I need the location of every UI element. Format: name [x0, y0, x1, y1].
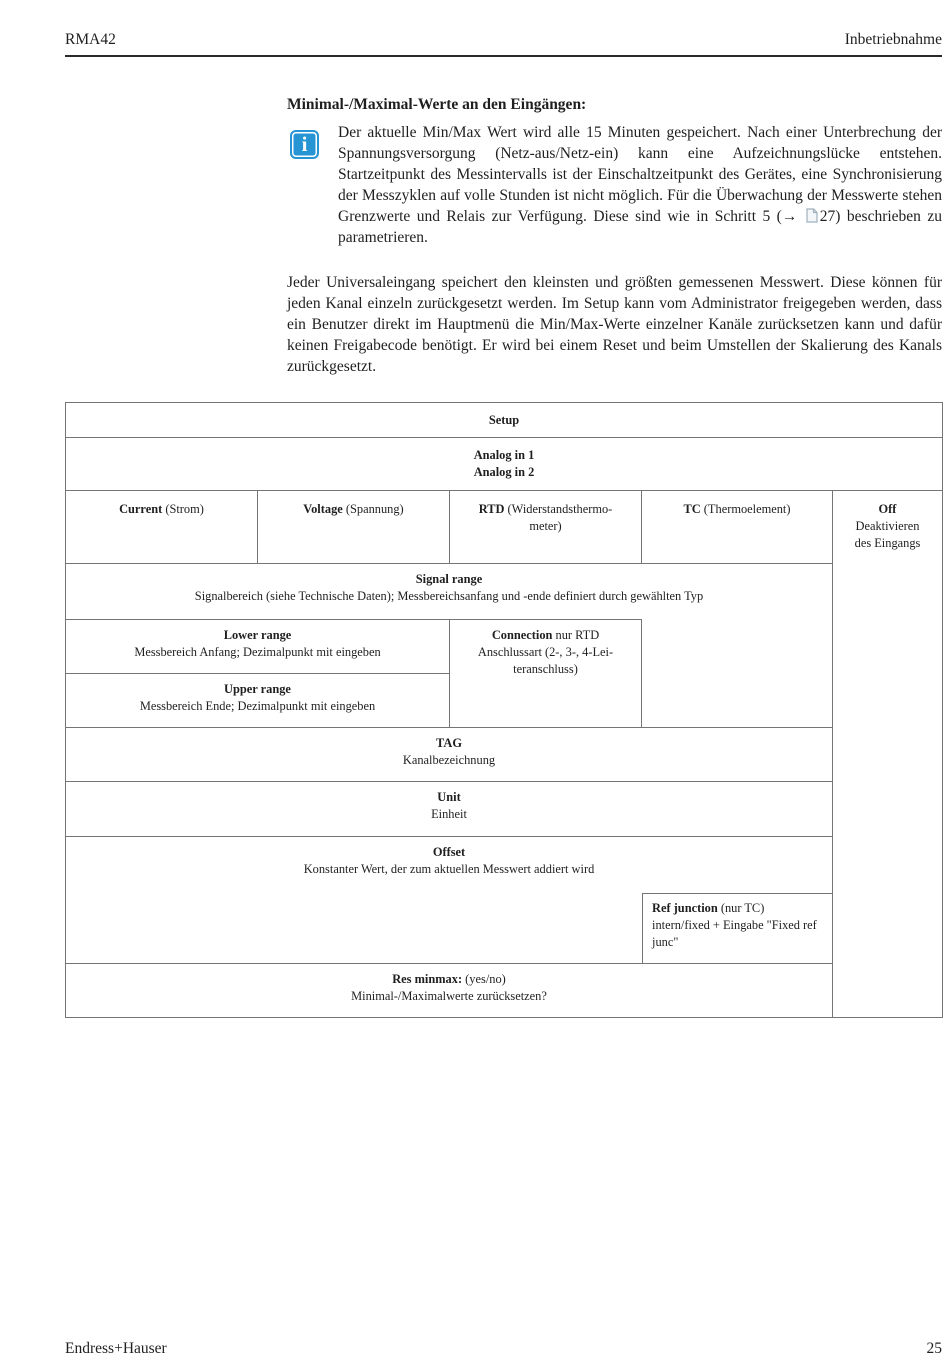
rtd-suffix: (Widerstandsthermo- [504, 502, 613, 516]
voltage-suffix: (Spannung) [342, 502, 404, 516]
upper-range-desc: Messbereich Ende; Dezimalpunkt mit einge… [139, 699, 376, 713]
tag-cell: TAG Kanalbezeichnung [66, 728, 833, 782]
column-header-voltage: Voltage (Spannung) [258, 491, 450, 564]
table-title-cell: Setup [66, 403, 943, 438]
unit-cell: Unit Einheit [66, 782, 833, 837]
connection-desc-line2: teranschluss) [513, 662, 578, 676]
tc-title: TC [683, 502, 701, 516]
unit-title: Unit [437, 790, 461, 804]
info-note-text: Der aktuelle Min/Max Wert wird alle 15 M… [338, 122, 942, 248]
off-desc-line1: Deaktivieren [855, 519, 920, 533]
connection-cell: Connection nur RTD Anschlussart (2-, 3-,… [450, 620, 642, 728]
header-rule [65, 55, 942, 57]
res-minmax-desc: Minimal-/Maximalwerte zurücksetzen? [351, 989, 547, 1003]
lower-range-title: Lower range [223, 628, 292, 642]
column-header-current: Current (Strom) [66, 491, 258, 564]
signal-range-title: Signal range [415, 572, 483, 586]
signal-range-content: Signal range Signalbereich (siehe Techni… [66, 571, 832, 605]
page-ref-number[interactable]: 27 [819, 208, 836, 225]
upper-range-title: Upper range [224, 682, 291, 696]
analog-in-2-label: Analog in 2 [473, 465, 535, 479]
tag-title: TAG [436, 736, 462, 750]
res-minmax-cell: Res minmax: (yes/no) Minimal-/Maximalwer… [66, 964, 833, 1018]
signal-range-desc: Signalbereich (siehe Technische Daten); … [194, 589, 704, 603]
note-body-tail: ) beschrieben zu parametrieren. [338, 208, 943, 246]
header-product-name: RMA42 [65, 31, 116, 48]
header-chapter-name: Inbetriebnahme [844, 31, 942, 48]
current-title: Current [119, 502, 163, 516]
rtd-suffix-line2: meter) [529, 519, 562, 533]
off-title: Off [878, 502, 897, 516]
ref-junction-title: Ref junction [652, 901, 718, 915]
connection-suffix: nur RTD [552, 628, 600, 642]
upper-range-cell: Upper range Messbereich Ende; Dezimalpun… [66, 674, 450, 728]
voltage-title: Voltage [303, 502, 343, 516]
unit-desc: Einheit [431, 807, 467, 821]
analog-inputs-cell: Analog in 1 Analog in 2 [66, 438, 943, 491]
analog-in-1-label: Analog in 1 [473, 448, 535, 462]
info-icon-glyph: i [301, 132, 308, 156]
ref-junction-suffix: (nur TC) [717, 901, 765, 915]
column-header-tc: TC (Thermoelement) [642, 491, 833, 564]
offset-cell: Offset Konstanter Wert, der zum aktuelle… [66, 837, 833, 964]
res-minmax-suffix: (yes/no) [462, 972, 506, 986]
column-header-rtd: RTD (Widerstandsthermo- meter) [450, 491, 642, 564]
offset-title: Offset [432, 845, 466, 859]
signal-range-cell: Signal range Signalbereich (siehe Techni… [66, 564, 703, 620]
body-paragraph: Jeder Universaleingang speichert den kle… [287, 274, 942, 375]
footer-company-name: Endress+Hauser [65, 1340, 167, 1357]
tag-desc: Kanalbezeichnung [402, 753, 496, 767]
tc-column-spacer-cell [642, 564, 833, 728]
rtd-title: RTD [478, 502, 505, 516]
current-suffix: (Strom) [162, 502, 204, 516]
res-minmax-title: Res minmax: [392, 972, 463, 986]
section-heading: Minimal-/Maximal-Werte an den Eingängen: [287, 96, 587, 113]
connection-desc-line1: Anschlussart (2-, 3-, 4-Lei- [477, 645, 614, 659]
tc-suffix: (Thermoelement) [700, 502, 791, 516]
ref-junction-desc: intern/fixed + Eingabe "Fixed ref junc" [652, 918, 817, 949]
setup-menu-table: Setup Analog in 1 Analog in 2 Current (S… [65, 402, 943, 1018]
footer-page-number: 25 [926, 1340, 943, 1357]
offset-desc: Konstanter Wert, der zum aktuellen Messw… [303, 862, 595, 876]
column-off-cell: Off Deaktivieren des Eingangs [833, 491, 943, 1018]
info-icon: i [290, 130, 319, 159]
ref-junction-cell: Ref junction (nur TC) intern/fixed + Ein… [642, 893, 833, 964]
lower-range-cell: Lower range Messbereich Anfang; Dezimalp… [66, 620, 450, 674]
page-ref-icon[interactable] [806, 208, 818, 223]
lower-range-desc: Messbereich Anfang; Dezimalpunkt mit ein… [134, 645, 381, 659]
off-desc-line2: des Eingangs [854, 536, 921, 550]
connection-title: Connection [491, 628, 553, 642]
note-body: Der aktuelle Min/Max Wert wird alle 15 M… [338, 124, 942, 225]
